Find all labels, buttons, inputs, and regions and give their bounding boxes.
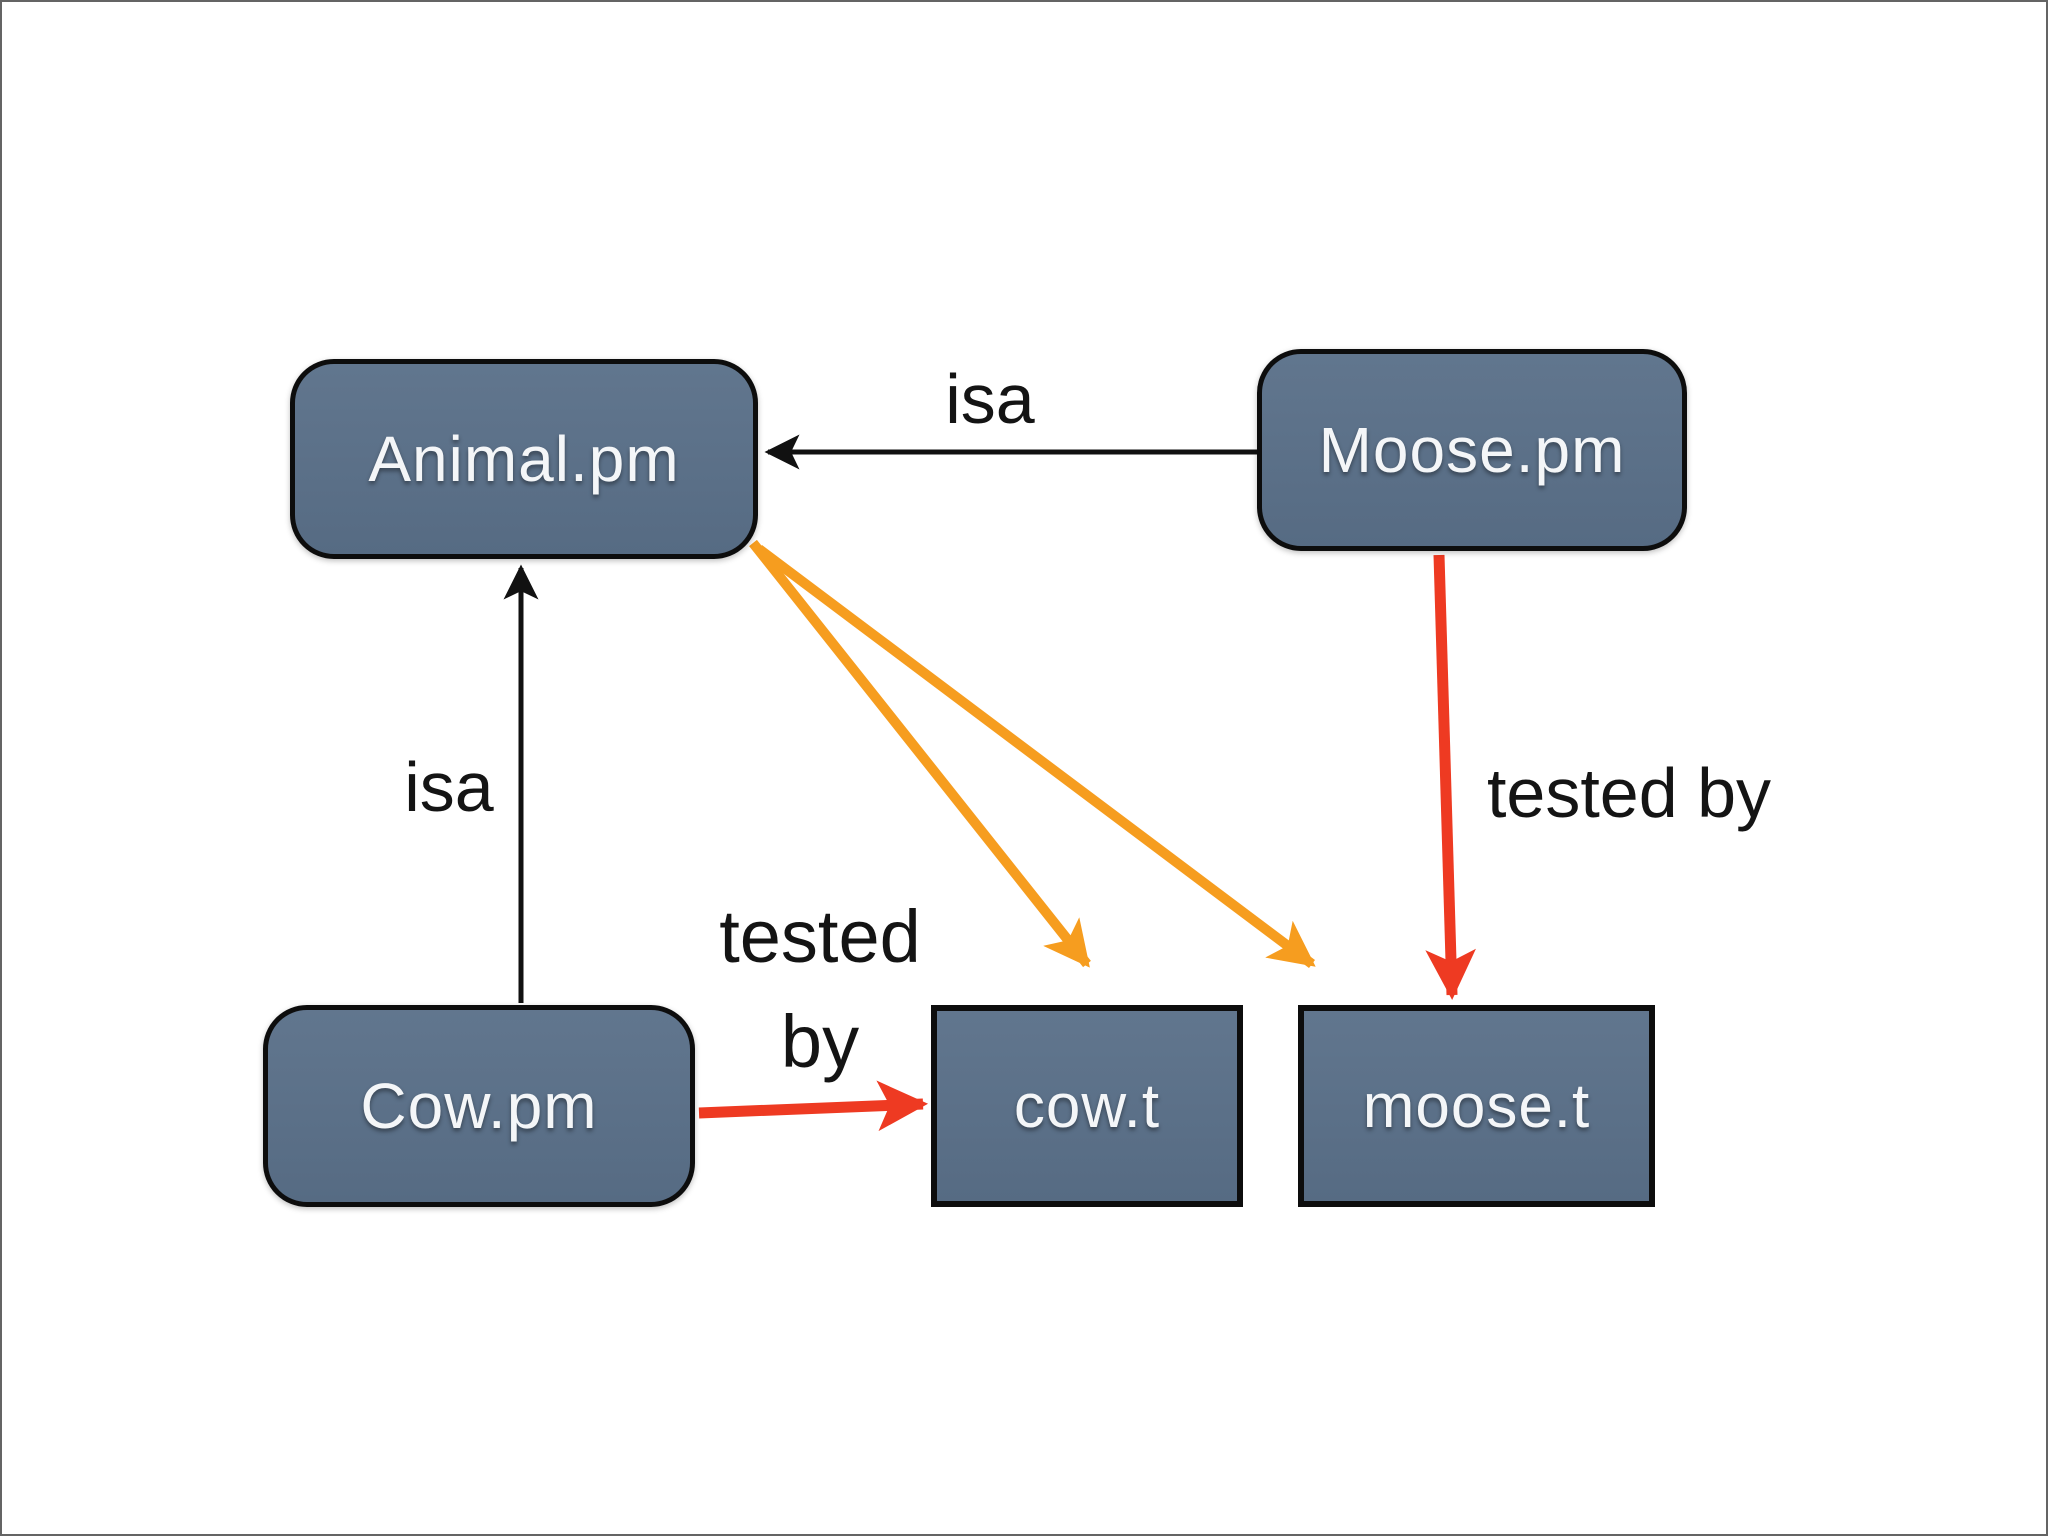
node-animal-pm: Animal.pm [290,359,758,559]
tested-by-label-cow-line2: by [780,1000,860,1084]
node-cow-t: cow.t [931,1005,1243,1207]
tested-by-label-moose: tested by [1486,754,1772,832]
node-animal-pm-label: Animal.pm [368,423,680,495]
node-cow-t-label: cow.t [1013,1071,1161,1141]
node-cow-pm-label: Cow.pm [360,1070,598,1142]
node-moose-t: moose.t [1298,1005,1655,1207]
node-cow-pm: Cow.pm [263,1005,695,1207]
orange-arrow-animal-to-cowt [749,539,1091,968]
tested-by-label-cow: tested by [670,884,970,1094]
node-moose-pm-label: Moose.pm [1318,414,1626,486]
node-moose-pm: Moose.pm [1257,349,1687,551]
node-moose-t-label: moose.t [1362,1071,1591,1141]
tested-by-arrow-moose-to-mooset [1425,554,1476,1001]
isa-label-cow-animal: isa [404,748,494,826]
isa-label-moose-animal: isa [945,360,1035,438]
tested-by-arrow-cow-to-cowt [698,1080,929,1132]
tested-by-label-cow-line1: tested [719,895,921,978]
orange-arrow-animal-to-mooset [755,545,1316,968]
